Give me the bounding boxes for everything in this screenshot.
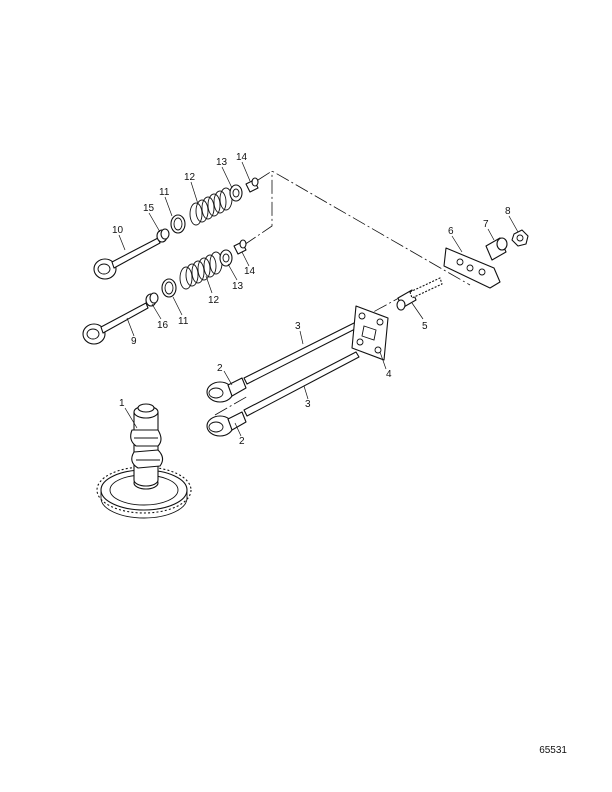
callout-12b: 12: [208, 295, 220, 306]
tappet-upper: [206, 377, 247, 403]
callout-6: 6: [448, 226, 454, 237]
callout-14a: 14: [236, 152, 248, 163]
push-rod-lower: [243, 351, 360, 417]
callout-11a: 11: [159, 187, 170, 198]
callout-8: 8: [505, 206, 511, 217]
callout-labels: 1 2 2 3 3 4 5 6 7 8 9 10 11 11 12 12 13 …: [112, 152, 511, 447]
callout-10: 10: [112, 225, 124, 236]
valve-upper: [93, 237, 161, 280]
callout-7: 7: [483, 219, 489, 230]
callout-15: 15: [143, 203, 155, 214]
leader-lines: [118, 161, 519, 437]
callout-5: 5: [422, 321, 428, 332]
callout-9: 9: [131, 336, 137, 347]
figure-id: 65531: [539, 745, 567, 756]
valve-seal-upper: [156, 228, 170, 243]
spring-seat-lower: [161, 278, 177, 298]
spring-seat-upper: [170, 214, 186, 234]
callout-3a: 3: [295, 321, 301, 332]
push-rod-upper: [243, 321, 360, 385]
camshaft-gear: [96, 403, 192, 519]
valve-seal-lower: [145, 292, 159, 307]
callout-13a: 13: [216, 157, 228, 168]
spring-retainer-upper: [229, 184, 243, 202]
callout-11b: 11: [178, 316, 189, 327]
valve-lower: [82, 302, 149, 345]
callout-4: 4: [386, 369, 392, 380]
lock-nut: [511, 229, 529, 247]
valve-spring-lower: [179, 251, 223, 290]
callout-12a: 12: [184, 172, 196, 183]
rocker-pivot: [485, 237, 508, 261]
callout-2b: 2: [239, 436, 245, 447]
callout-1: 1: [119, 398, 125, 409]
valve-spring-upper: [189, 187, 233, 226]
callout-3b: 3: [305, 399, 311, 410]
callout-13b: 13: [232, 281, 244, 292]
callout-16: 16: [157, 320, 169, 331]
spring-retainer-lower: [219, 249, 233, 267]
callout-2a: 2: [217, 363, 223, 374]
valve-cap-lower: [233, 239, 247, 255]
callout-14b: 14: [244, 266, 256, 277]
rocker-arm: [443, 247, 501, 289]
push-rod-guide-plate: [351, 305, 389, 361]
rocker-stud: [396, 277, 443, 311]
valve-cap-upper: [245, 177, 259, 193]
tappet-lower: [206, 411, 247, 437]
